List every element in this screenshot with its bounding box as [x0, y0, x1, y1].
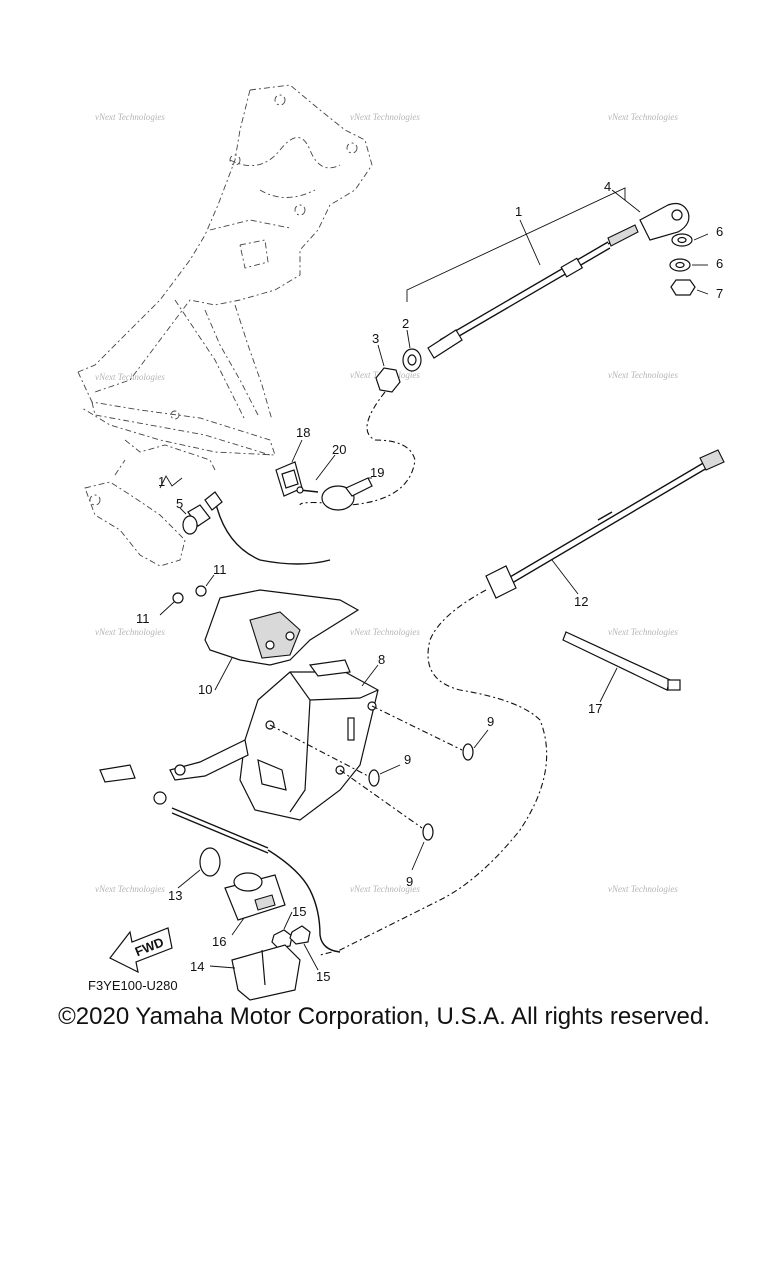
callout-7: 7: [716, 286, 723, 301]
callout-2: 2: [402, 316, 409, 331]
watermark: vNext Technologies: [95, 627, 165, 637]
bracket-10: [204, 589, 360, 691]
callout-19: 19: [370, 465, 384, 480]
callouts: 1 2 3 4 5 6 6 7 1 18 20 19 11 11 12 10 8…: [136, 179, 723, 984]
screw-11b: [159, 592, 184, 616]
callout-1-bracket: [406, 187, 626, 302]
throttle-cable-12: [485, 449, 725, 599]
screw-9b: [269, 724, 401, 787]
watermark: vNext Technologies: [350, 627, 420, 637]
callout-20: 20: [332, 442, 346, 457]
callout-3: 3: [372, 331, 379, 346]
watermark: vNext Technologies: [95, 372, 165, 382]
connector-5: [159, 475, 223, 535]
screw-9a: [371, 705, 489, 761]
watermark: vNext Technologies: [608, 370, 678, 380]
callout-15a: 15: [292, 904, 306, 919]
diagram-code: F3YE100-U280: [88, 978, 178, 993]
holder-16: [224, 872, 286, 936]
frame-outline: [77, 84, 373, 567]
nut-15b: [289, 925, 319, 971]
callout-11b: 11: [136, 611, 150, 626]
watermark: vNext Technologies: [608, 627, 678, 637]
watermark: vNext Technologies: [608, 884, 678, 894]
callout-6a: 6: [716, 224, 723, 239]
bracket-8: [169, 659, 379, 821]
watermark: vNext Technologies: [608, 112, 678, 122]
cable-tie-17: [562, 631, 681, 703]
callout-13: 13: [168, 888, 182, 903]
clip-18: [275, 439, 303, 497]
callout-9b: 9: [404, 752, 411, 767]
callout-1b: 1: [158, 474, 165, 489]
callout-9a: 9: [487, 714, 494, 729]
callout-4: 4: [604, 179, 611, 194]
cable-12-dashed-run: [319, 589, 548, 956]
parts-diagram: vNext Technologies vNext Technologies vN…: [77, 84, 725, 1001]
fwd-arrow-icon: FWD: [109, 927, 173, 974]
screw-9c: [339, 769, 434, 871]
screw-11a: [195, 574, 215, 597]
callout-8: 8: [378, 652, 385, 667]
callout-10: 10: [198, 682, 212, 697]
callout-6b: 6: [716, 256, 723, 271]
washer-2: [402, 329, 422, 372]
band-19: [321, 477, 373, 511]
callout-5: 5: [176, 496, 183, 511]
copyright-notice: ©2020 Yamaha Motor Corporation, U.S.A. A…: [58, 1003, 710, 1030]
cable-joint-4: [611, 189, 690, 241]
watermark: vNext Technologies: [350, 884, 420, 894]
nut-15a: [271, 911, 293, 949]
washer-6b: [669, 258, 708, 272]
callout-1: 1: [515, 204, 522, 219]
callout-14: 14: [190, 959, 204, 974]
callout-12: 12: [574, 594, 588, 609]
watermark: vNext Technologies: [350, 112, 420, 122]
bracket-14: [209, 944, 301, 1001]
watermark: vNext Technologies: [95, 112, 165, 122]
watermark: vNext Technologies: [95, 884, 165, 894]
wire-lower: [214, 499, 331, 565]
bolt-20: [296, 454, 336, 494]
callout-18: 18: [296, 425, 310, 440]
callout-16: 16: [212, 934, 226, 949]
callout-17: 17: [588, 701, 602, 716]
cable-13: [99, 764, 341, 953]
watermarks: vNext Technologies vNext Technologies vN…: [95, 112, 678, 894]
callout-11a: 11: [213, 562, 227, 577]
nut-3: [375, 344, 401, 393]
callout-15b: 15: [316, 969, 330, 984]
shift-cable-1: [427, 224, 639, 359]
washer-6a: [671, 233, 709, 247]
callout-9c: 9: [406, 874, 413, 889]
nut-7: [670, 279, 709, 296]
